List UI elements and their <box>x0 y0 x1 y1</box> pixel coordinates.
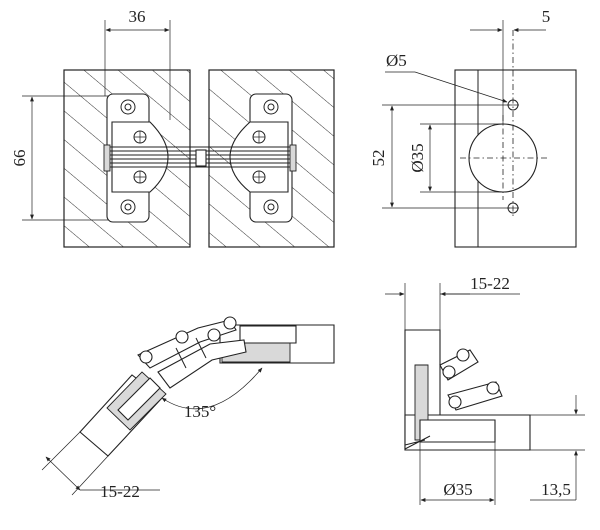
dimension-13-5: 13,5 <box>530 395 585 501</box>
dimension-13-5-label: 13,5 <box>541 480 571 499</box>
dimension-52: 52 <box>369 104 510 209</box>
cup-diameter-bottom-label: Ø35 <box>443 480 472 499</box>
hole-diameter-callout: Ø5 <box>385 51 508 103</box>
dimension-thickness-right: 15-22 <box>385 274 520 330</box>
angle-dimension: 135° <box>161 367 263 421</box>
open-angle-view: 135° 15-22 <box>41 316 335 501</box>
dimension-66: 66 <box>10 95 108 221</box>
front-view: 36 66 <box>10 7 335 248</box>
hole-diameter-label: Ø5 <box>386 51 407 70</box>
dimension-52-label: 52 <box>369 150 388 167</box>
cup-diameter-bottom: Ø35 <box>419 442 496 505</box>
dimension-thickness-left: 15-22 <box>41 431 160 501</box>
dimension-66-label: 66 <box>10 150 29 167</box>
cup-diameter-side-label: Ø35 <box>408 143 427 172</box>
dimension-36: 36 <box>104 7 171 120</box>
dimension-thickness-right-label: 15-22 <box>470 274 510 293</box>
drilling-view: 5 Ø5 52 Ø35 <box>369 7 577 248</box>
dimension-thickness-left-label: 15-22 <box>100 482 140 501</box>
left-mounting-plate <box>106 93 169 223</box>
hinge-arms <box>103 144 297 172</box>
dimension-5: 5 <box>470 7 550 124</box>
right-mounting-plate <box>229 93 293 223</box>
closed-view: 15-22 Ø35 13,5 <box>385 274 585 505</box>
closed-linkage <box>439 348 503 411</box>
hinge-linkage <box>137 316 247 389</box>
angle-label: 135° <box>184 402 216 421</box>
dimension-5-label: 5 <box>542 7 551 26</box>
dimension-36-label: 36 <box>129 7 146 26</box>
cup-diameter-side: Ø35 <box>408 123 503 193</box>
